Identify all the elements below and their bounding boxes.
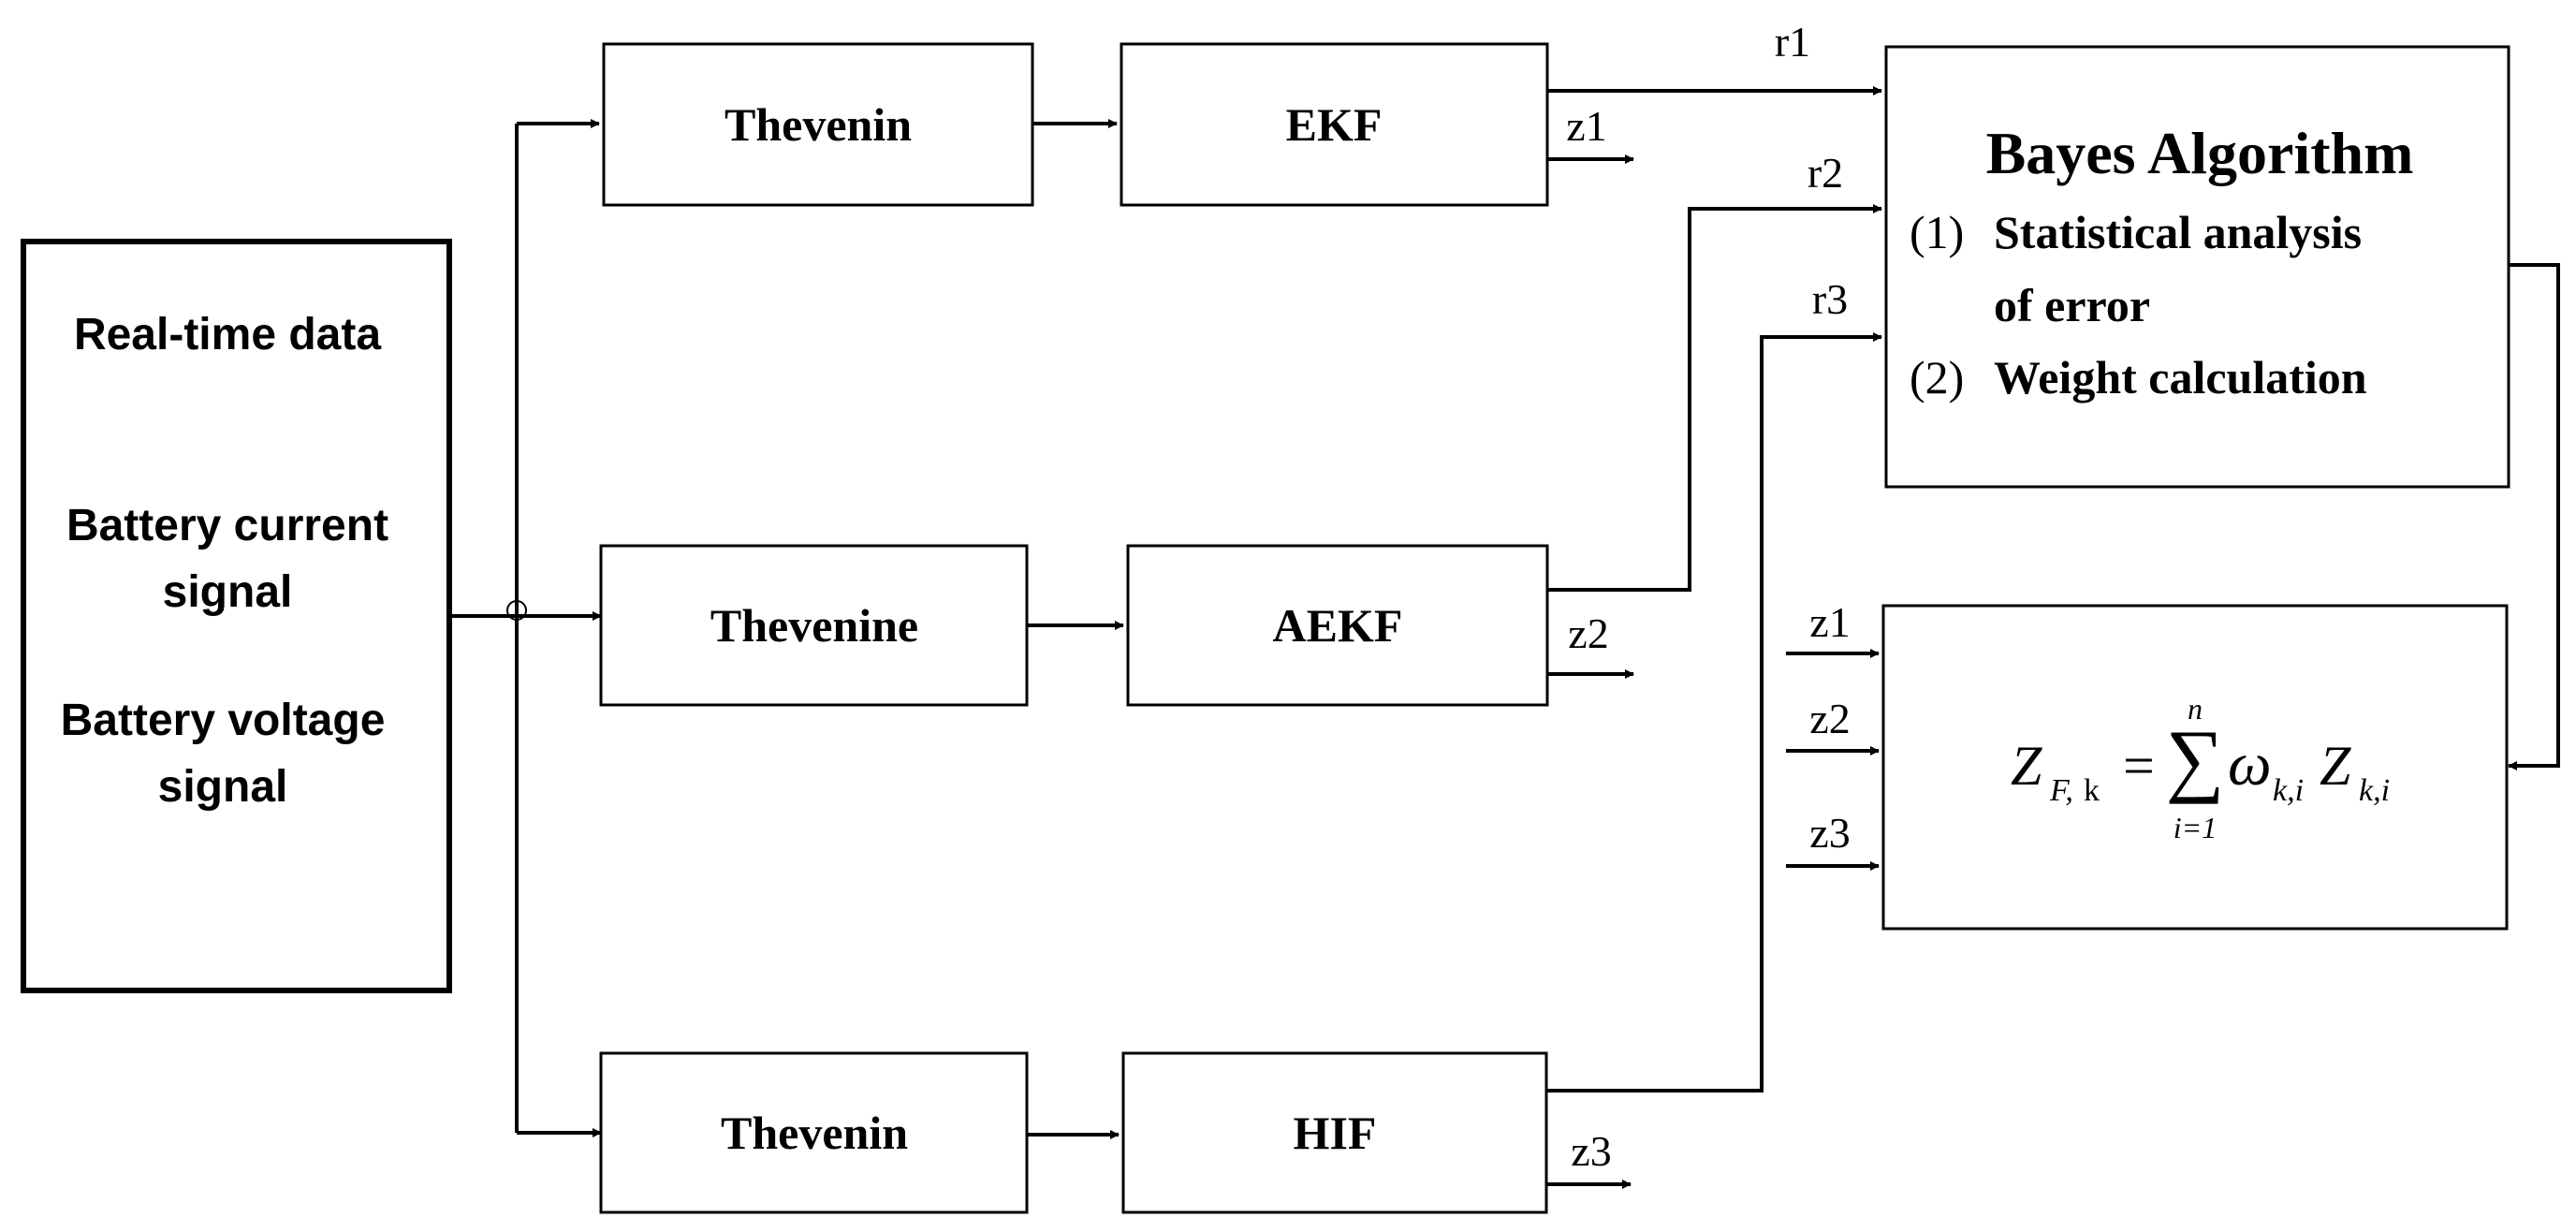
z1-in-label: z1 — [1809, 598, 1850, 646]
thevenin-block-1 — [602, 42, 1034, 207]
z2-in-label: z2 — [1809, 695, 1850, 742]
thevenin-label-1: Thevenin — [724, 98, 912, 151]
fusion-block: z1 z2 z3 Z F, k = n ∑ i=1 ω k,i Z k,i — [1786, 598, 2509, 931]
r3-label: r3 — [1812, 275, 1848, 323]
battery-current-label-line2: signal — [163, 567, 293, 617]
formula-equals: = — [2123, 735, 2155, 797]
battery-current-label-line1: Battery current — [66, 501, 388, 550]
aekf-label: AEKF — [1273, 599, 1403, 652]
ekf-block — [1120, 42, 1549, 207]
r1-label: r1 — [1775, 18, 1810, 66]
input-bus — [449, 119, 602, 1137]
row-1: Thevenin EKF r1 z1 — [602, 18, 1882, 207]
thevenine-block-2 — [599, 544, 1029, 707]
junction-hop — [506, 600, 527, 621]
hif-label: HIF — [1294, 1107, 1377, 1159]
arrow-r3 — [1546, 332, 1882, 1093]
thevenine-label-2: Thevenine — [710, 599, 918, 652]
bayes-item1-line1: Statistical analysis — [1994, 206, 2362, 258]
ekf-label: EKF — [1286, 98, 1383, 151]
r2-label: r2 — [1808, 149, 1843, 197]
formula-sum-lower: i=1 — [2174, 811, 2217, 844]
bayes-item2-text: Weight calculation — [1994, 351, 2367, 403]
battery-voltage-label-line1: Battery voltage — [61, 696, 386, 745]
realtime-data-label: Real-time data — [74, 310, 381, 359]
fusion-formula: Z F, k = n ∑ i=1 ω k,i Z k,i — [2011, 692, 2390, 844]
z2-out-label: z2 — [1568, 609, 1608, 657]
z1-out-label: z1 — [1566, 102, 1606, 150]
bayes-item2-marker: (2) — [1910, 351, 1964, 403]
formula-omega-sub: k,i — [2273, 773, 2304, 808]
formula-z-sub: k,i — [2359, 773, 2390, 808]
row-2: Thevenine AEKF r2 z2 — [599, 149, 1882, 707]
input-box — [21, 239, 452, 993]
formula-sum-upper: n — [2188, 692, 2203, 726]
z3-in-label: z3 — [1809, 809, 1850, 857]
bayes-block: Bayes Algorithm (1) Statistical analysis… — [1884, 45, 2510, 489]
formula-z: Z — [2320, 735, 2351, 797]
arrow-r2 — [1547, 204, 1882, 592]
row-3: Thevenin HIF r3 z3 — [599, 275, 1882, 1214]
formula-sum-symbol: ∑ — [2166, 714, 2225, 805]
fusion-box — [1881, 604, 2509, 931]
formula-lhs-z: Z — [2011, 735, 2042, 797]
input-block: Real-time data Battery current signal Ba… — [21, 239, 452, 993]
bayes-title: Bayes Algorithm — [1986, 120, 2414, 186]
arrow-weights-to-fusion — [2508, 263, 2560, 770]
formula-lhs-sub-k: k — [2084, 773, 2100, 808]
hif-block — [1121, 1051, 1548, 1214]
formula-omega: ω — [2228, 730, 2272, 799]
thevenin-label-3: Thevenin — [721, 1107, 908, 1159]
bayes-item1-line2: of error — [1994, 279, 2150, 331]
battery-voltage-label-line2: signal — [158, 762, 288, 812]
bayes-item1-marker: (1) — [1910, 206, 1964, 258]
aekf-block — [1126, 544, 1549, 707]
z3-out-label: z3 — [1571, 1127, 1611, 1175]
formula-lhs-sub: F, — [2049, 773, 2073, 808]
bayes-box — [1884, 45, 2510, 489]
